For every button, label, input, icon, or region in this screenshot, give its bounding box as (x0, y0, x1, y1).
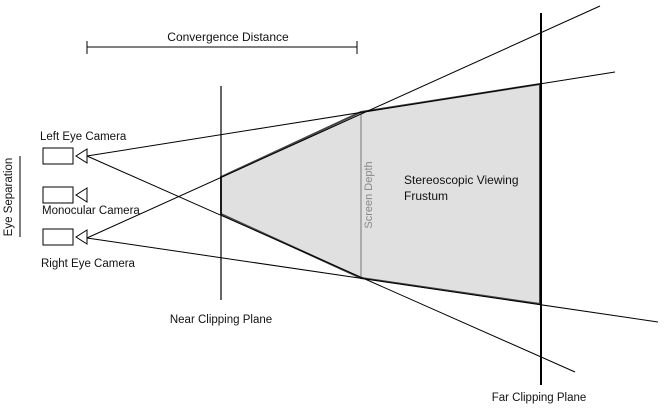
monocular-camera-label: Monocular Camera (42, 205, 140, 217)
left-eye-camera-label: Left Eye Camera (40, 131, 127, 143)
right-eye-camera-label: Right Eye Camera (41, 258, 136, 270)
eye-separation-label: Eye Separation (3, 158, 15, 237)
far-clipping-plane-label: Far Clipping Plane (492, 392, 587, 404)
right-eye-ray-lower (86, 237, 659, 323)
frustum-label-line1: Stereoscopic Viewing (404, 173, 519, 187)
near-clipping-plane-label: Near Clipping Plane (170, 314, 272, 326)
screen-depth-label: Screen Depth (363, 161, 375, 228)
convergence-distance-label: Convergence Distance (167, 30, 289, 44)
left-eye-camera-icon (42, 147, 88, 165)
frustum-label-line2: Frustum (404, 189, 448, 203)
left-eye-ray-upper (86, 71, 616, 157)
stereo-viewing-frustum (220, 82, 541, 306)
right-eye-ray-upper (86, 5, 601, 239)
left-eye-ray-lower (86, 155, 576, 373)
convergence-distance-dimension (86, 41, 358, 54)
monocular-camera-icon (42, 186, 88, 204)
right-eye-camera-icon (42, 228, 88, 246)
